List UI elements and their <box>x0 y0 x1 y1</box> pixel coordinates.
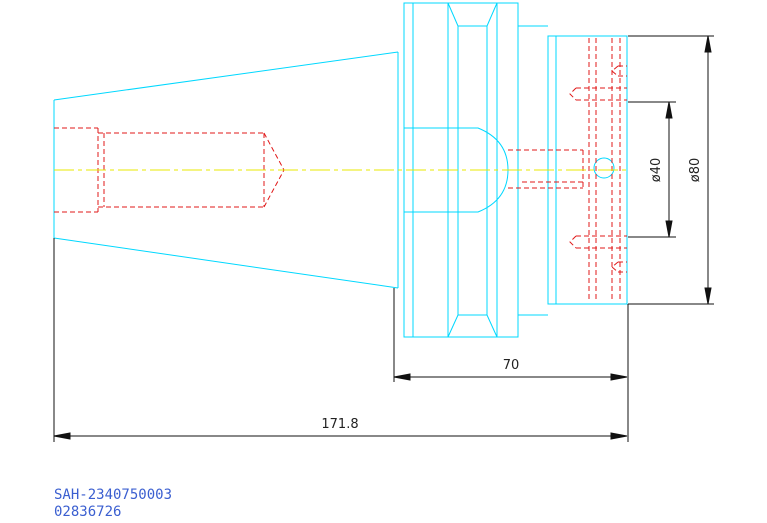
dim-outer-diameter: ø80 <box>688 158 703 183</box>
dim-flange-length: 70 <box>503 358 520 373</box>
dimension-lines <box>53 35 714 442</box>
part-number: SAH-2340750003 <box>54 487 173 503</box>
dim-overall-length: 171.8 <box>321 417 358 432</box>
part-codes: SAH-2340750003 02836726 <box>54 487 172 521</box>
order-number: 02836726 <box>54 504 122 520</box>
dim-inner-diameter: ø40 <box>649 158 664 183</box>
taper-shank <box>53 51 399 289</box>
